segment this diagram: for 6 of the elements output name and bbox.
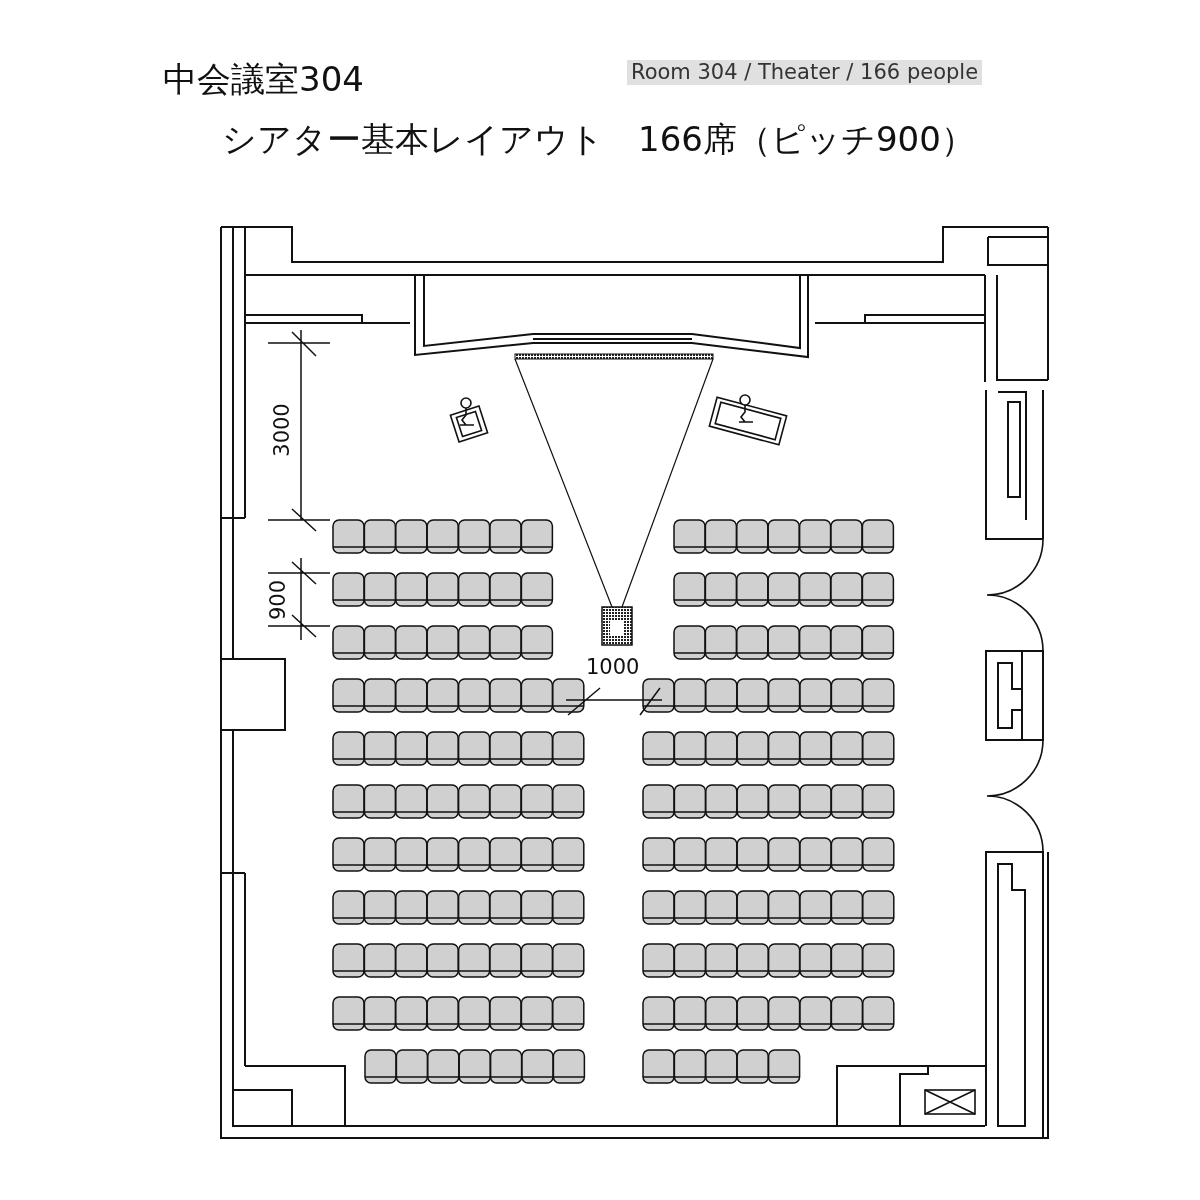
room-title: 中会議室304 [163,62,364,96]
room-info-tag: Room 304 / Theater / 166 people [627,60,983,85]
layout-subtitle: シアター基本レイアウト 166席（ピッチ900） [222,122,975,156]
dimension-label: 3000 [271,403,293,457]
dimension-label: 900 [267,579,289,621]
dimension-label: 1000 [586,657,640,678]
